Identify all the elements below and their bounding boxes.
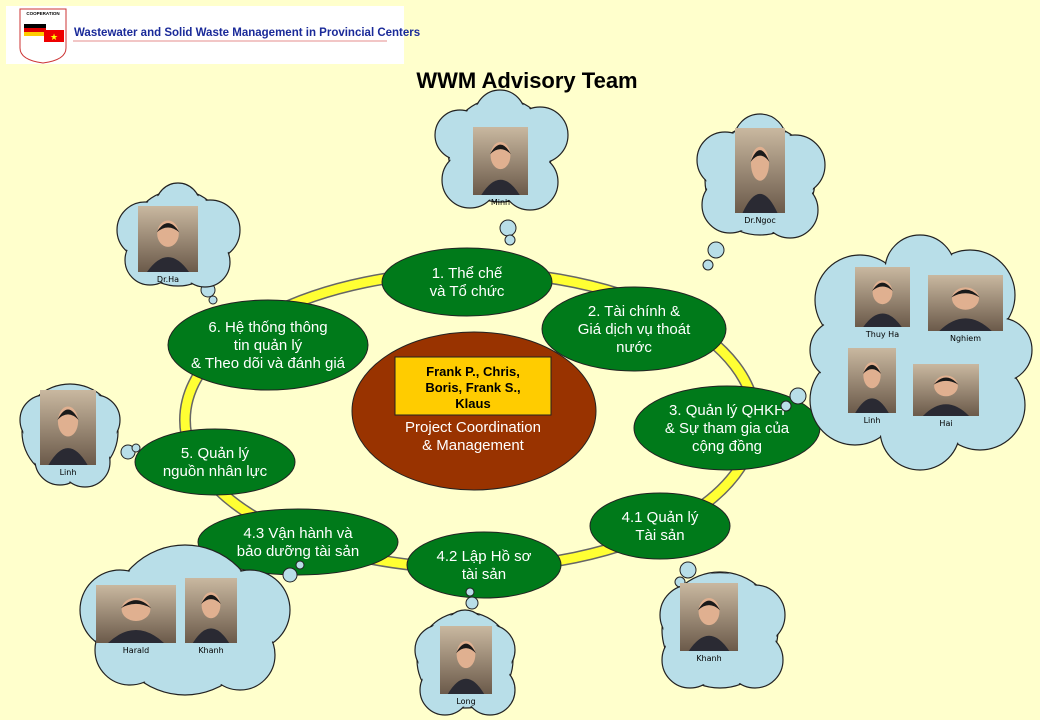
component-ellipse — [406, 531, 562, 599]
svg-text:Tài sản: Tài sản — [635, 527, 684, 544]
cloud-long: Long — [414, 587, 516, 716]
project-header: COOPERATION ★ Wastewater and Solid Waste… — [6, 6, 420, 64]
svg-text:Project Coordination: Project Coordination — [405, 419, 541, 436]
person-long: Long — [440, 626, 492, 706]
thought-bubble — [208, 295, 218, 305]
thought-bubble — [131, 443, 141, 453]
person-name: Harald — [123, 646, 149, 655]
svg-text:4.1 Quản lý: 4.1 Quản lý — [622, 509, 699, 526]
svg-text:bảo dưỡng tài sản: bảo dưỡng tài sản — [237, 543, 359, 560]
person-harald: Harald — [96, 585, 176, 655]
person-name: Khanh — [198, 646, 223, 655]
svg-text:nguồn nhân lực: nguồn nhân lực — [163, 463, 268, 480]
component-ellipse — [134, 428, 296, 496]
thought-bubble — [282, 567, 298, 583]
cloud-ha: Dr.Ha — [116, 182, 241, 305]
component-ellipse — [541, 286, 727, 372]
thought-bubble — [702, 259, 714, 271]
svg-text:cộng đồng: cộng đồng — [692, 438, 762, 455]
svg-text:tài sản: tài sản — [462, 566, 506, 583]
person-ha: Dr.Ha — [138, 206, 198, 284]
person-name: Long — [456, 697, 475, 706]
person-name: Linh — [864, 416, 881, 425]
person-name: Dr.Ngoc — [744, 216, 776, 225]
thought-bubble — [465, 596, 479, 610]
svg-text:và Tổ chức: và Tổ chức — [430, 283, 505, 300]
person-name: Linh — [60, 468, 77, 477]
person-thuy-ha: Thuy Ha — [855, 267, 910, 339]
person-ngoc: Dr.Ngoc — [735, 128, 785, 225]
svg-text:Frank P., Chris,: Frank P., Chris, — [426, 364, 520, 379]
svg-text:& Theo dõi và đánh giá: & Theo dõi và đánh giá — [191, 355, 346, 372]
svg-text:Boris, Frank S.,: Boris, Frank S., — [425, 380, 520, 395]
person-name: Khanh — [696, 654, 721, 663]
thought-bubble — [679, 561, 697, 579]
cloud-minh: Minh — [434, 89, 569, 246]
person-linh-right: Linh — [848, 348, 896, 425]
svg-text:2. Tài chính &: 2. Tài chính & — [588, 303, 680, 320]
svg-text:★: ★ — [50, 32, 58, 42]
svg-text:& Sự tham gia của: & Sự tham gia của — [665, 420, 790, 437]
svg-text:& Management: & Management — [422, 437, 525, 454]
component-ellipse — [589, 492, 731, 560]
svg-text:3. Quản lý QHKH: 3. Quản lý QHKH — [669, 402, 785, 419]
thought-bubble — [295, 560, 305, 570]
thought-bubble — [707, 241, 725, 259]
svg-text:1. Thể chế: 1. Thể chế — [432, 265, 503, 282]
person-name: Minh — [491, 198, 510, 207]
project-title: Wastewater and Solid Waste Management in… — [74, 27, 420, 39]
thought-bubble — [789, 387, 807, 405]
thought-bubble — [504, 234, 516, 246]
person-name: Nghiem — [950, 334, 981, 343]
thought-bubble — [465, 587, 475, 597]
component-ellipse — [167, 299, 369, 391]
svg-text:nước: nước — [616, 339, 652, 356]
svg-text:4.3 Vận hành và: 4.3 Vận hành và — [243, 525, 353, 542]
person-linh-left: Linh — [40, 390, 96, 477]
person-name: Dr.Ha — [157, 275, 179, 284]
svg-text:tin quản lý: tin quản lý — [234, 337, 303, 354]
team-box — [394, 356, 552, 416]
person-nghiem: Nghiem — [928, 275, 1003, 343]
svg-text:6. Hệ thống thông: 6. Hệ thống thông — [208, 319, 327, 336]
cloud-harald-khanh: Harald Khanh — [79, 544, 305, 696]
cloud-linh-left: Linh — [19, 383, 141, 488]
project-coordination-hub: Frank P., Chris, Boris, Frank S., Klaus … — [351, 331, 597, 491]
person-name: Thuy Ha — [865, 330, 899, 339]
svg-text:4.2 Lập Hồ sơ: 4.2 Lập Hồ sơ — [437, 548, 532, 565]
person-name: Hai — [939, 419, 952, 428]
person-hai: Hai — [913, 364, 979, 428]
person-khanh-right: Khanh — [680, 583, 738, 663]
person-khanh-left: Khanh — [185, 578, 237, 655]
svg-text:5. Quản lý: 5. Quản lý — [181, 445, 250, 462]
person-minh: Minh — [473, 127, 528, 207]
svg-text:Klaus: Klaus — [455, 396, 490, 411]
thought-bubble — [499, 219, 517, 237]
component-ellipse — [197, 508, 399, 576]
svg-text:Giá dịch vụ thoát: Giá dịch vụ thoát — [578, 321, 691, 338]
page-title: WWM Advisory Team — [416, 68, 637, 93]
thought-bubble — [780, 400, 792, 412]
cooperation-logo: COOPERATION ★ — [19, 8, 67, 64]
component-ellipse — [381, 247, 553, 317]
cloud-ngoc: Dr.Ngoc — [696, 113, 826, 271]
svg-text:COOPERATION: COOPERATION — [26, 11, 59, 16]
cloud-khanh-right: Khanh — [659, 561, 786, 689]
